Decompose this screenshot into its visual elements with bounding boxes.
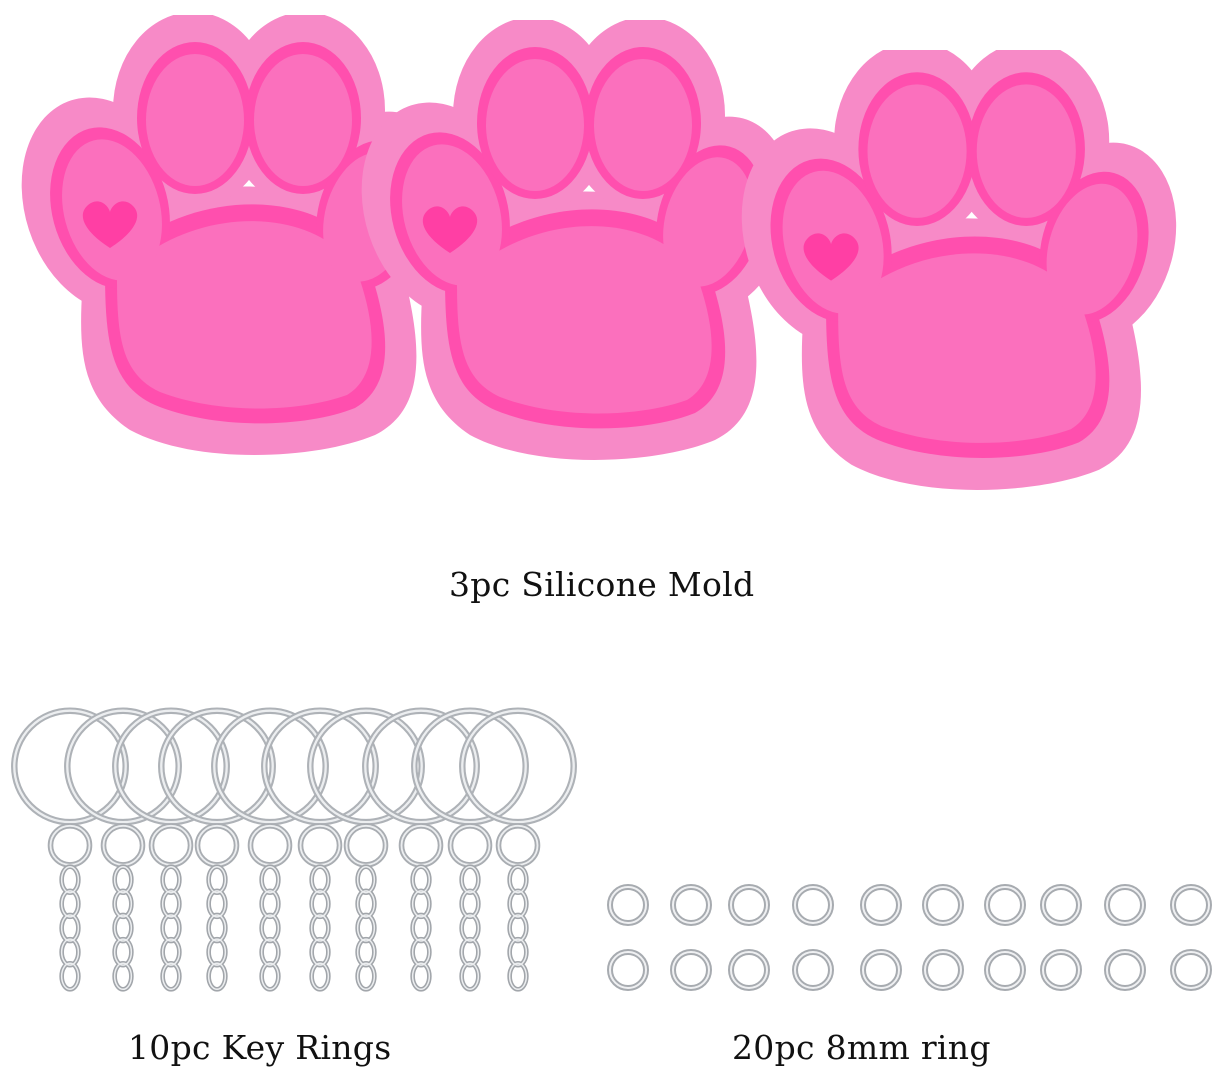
jump-ring — [1107, 952, 1143, 988]
jump-ring — [987, 952, 1023, 988]
jump-rings-caption: 20pc 8mm ring — [732, 1028, 991, 1067]
jump-ring — [731, 887, 767, 923]
key-rings-group — [14, 711, 573, 990]
jump-ring — [673, 887, 709, 923]
jump-ring — [1173, 952, 1209, 988]
jump-ring — [1173, 887, 1209, 923]
jump-ring — [863, 952, 899, 988]
jump-rings-group — [610, 887, 1209, 988]
jump-ring — [987, 887, 1023, 923]
jump-ring — [925, 887, 961, 923]
paw-mold-3 — [735, 50, 1180, 490]
jump-ring — [610, 952, 646, 988]
jump-ring — [1107, 887, 1143, 923]
jump-ring — [610, 887, 646, 923]
key-rings-caption: 10pc Key Rings — [128, 1028, 392, 1067]
jump-ring — [673, 952, 709, 988]
jump-ring — [795, 887, 831, 923]
jump-ring — [731, 952, 767, 988]
jump-ring — [795, 952, 831, 988]
jump-ring — [1043, 887, 1079, 923]
mold-caption: 3pc Silicone Mold — [449, 565, 755, 604]
jump-ring — [863, 887, 899, 923]
jump-ring — [925, 952, 961, 988]
jump-ring — [1043, 952, 1079, 988]
